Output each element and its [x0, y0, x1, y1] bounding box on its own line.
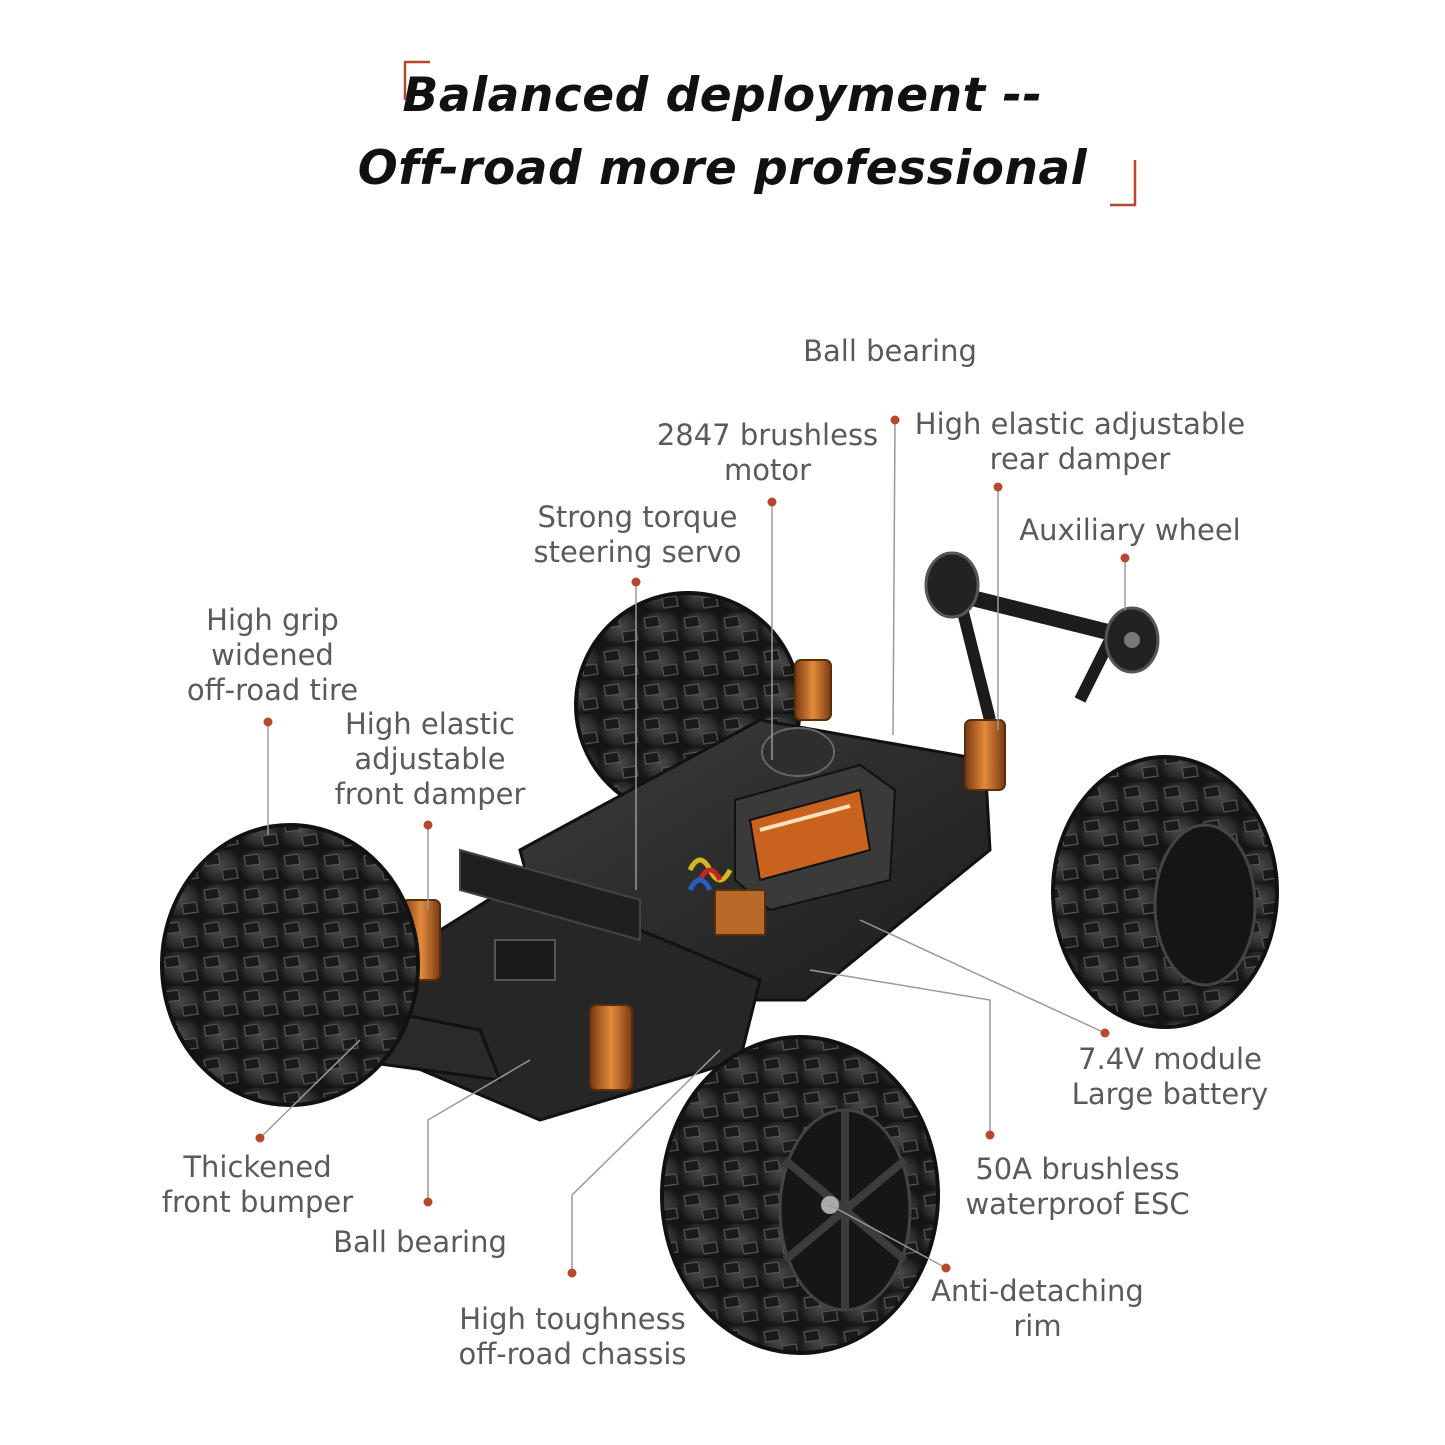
callout-ball-bearing-bottom: Ball bearing [333, 1225, 507, 1259]
callout-chassis: High toughness off-road chassis [458, 1302, 687, 1371]
auxiliary-wheel-assembly [924, 551, 1160, 722]
headline-line-1: Balanced deployment -- [402, 68, 1043, 123]
rear-left-damper [794, 659, 832, 721]
callout-brushless-motor: 2847 brushless motor [656, 418, 879, 487]
callout-ball-bearing-top: Ball bearing [803, 334, 977, 368]
callout-rear-damper: High elastic adjustable rear damper [914, 407, 1246, 476]
callout-steering-servo: Strong torque steering servo [533, 500, 742, 569]
callout-esc: 50A brushless waterproof ESC [965, 1152, 1190, 1221]
title-bracket-open [403, 60, 430, 100]
headline-line-2: Off-road more professional [357, 141, 1088, 196]
callout-leaders [259, 419, 1126, 1273]
callout-auxiliary-wheel: Auxiliary wheel [1019, 513, 1241, 547]
title-bracket-close [1110, 160, 1137, 207]
callout-front-damper: High elastic adjustable front damper [334, 707, 526, 811]
front-left-tire [160, 823, 420, 1107]
front-shock-tower [459, 848, 641, 981]
front-right-tire [660, 1035, 940, 1355]
callout-rim: Anti-detaching rim [931, 1274, 1144, 1343]
battery-pack [734, 763, 897, 912]
rim-spokes [778, 1108, 912, 1312]
callout-off-road-tire: High grip widened off-road tire [186, 603, 359, 707]
rear-right-tire [1051, 755, 1279, 1029]
front-right-damper [589, 1004, 633, 1091]
callout-battery: 7.4V module Large battery [1071, 1042, 1269, 1111]
callout-markers [255, 415, 1130, 1278]
rear-right-damper [964, 719, 1006, 791]
motor-and-esc [687, 727, 835, 936]
callout-front-bumper: Thickened front bumper [161, 1150, 354, 1219]
